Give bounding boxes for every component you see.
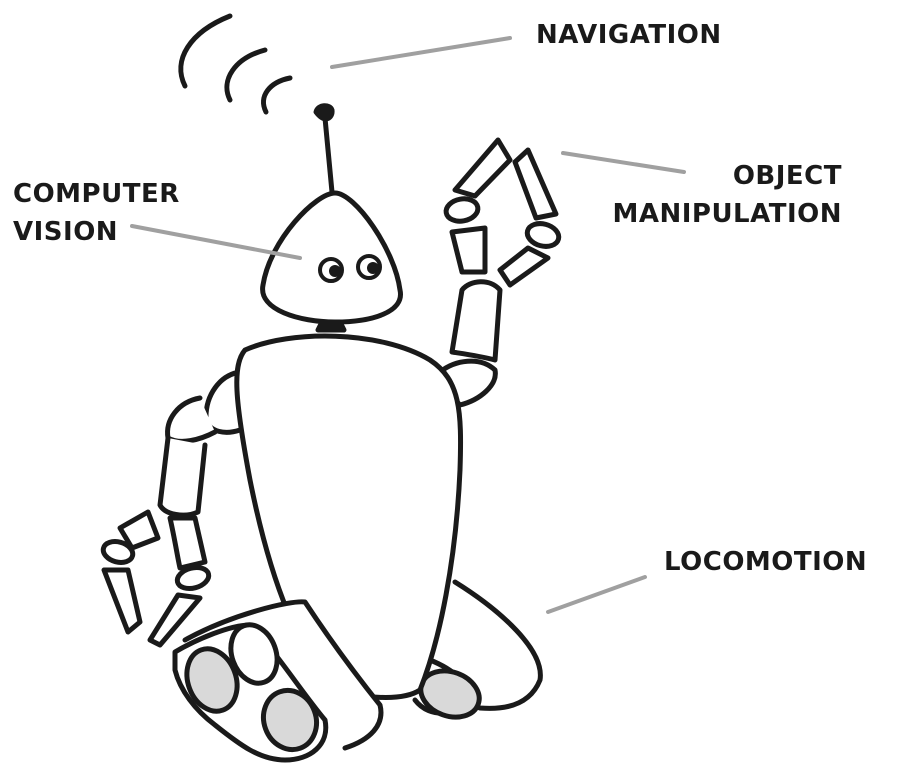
label-navigation: NAVIGATION	[536, 16, 722, 54]
label-computer-vision: COMPUTER VISION	[13, 175, 180, 251]
label-object-line1: OBJECT	[732, 161, 842, 191]
label-computer-line1: COMPUTER	[13, 179, 180, 209]
label-vision-line2: VISION	[13, 217, 119, 247]
label-locomotion: LOCOMOTION	[664, 543, 867, 581]
left-arm	[100, 369, 243, 648]
front-track	[172, 599, 384, 763]
label-navigation-text: NAVIGATION	[536, 20, 722, 50]
right-arm	[437, 137, 562, 408]
leader-locomotion	[546, 575, 647, 614]
leader-object-manipulation	[561, 151, 686, 174]
robot-head	[260, 190, 403, 333]
label-object-manipulation: OBJECT MANIPULATION	[612, 157, 842, 233]
leader-navigation	[330, 36, 512, 69]
label-locomotion-text: LOCOMOTION	[664, 547, 868, 577]
label-manipulation-line2: MANIPULATION	[612, 199, 842, 229]
leader-lines	[130, 36, 686, 614]
antenna	[313, 103, 335, 195]
signal-waves-icon	[178, 13, 293, 115]
leader-computer-vision	[130, 224, 302, 260]
